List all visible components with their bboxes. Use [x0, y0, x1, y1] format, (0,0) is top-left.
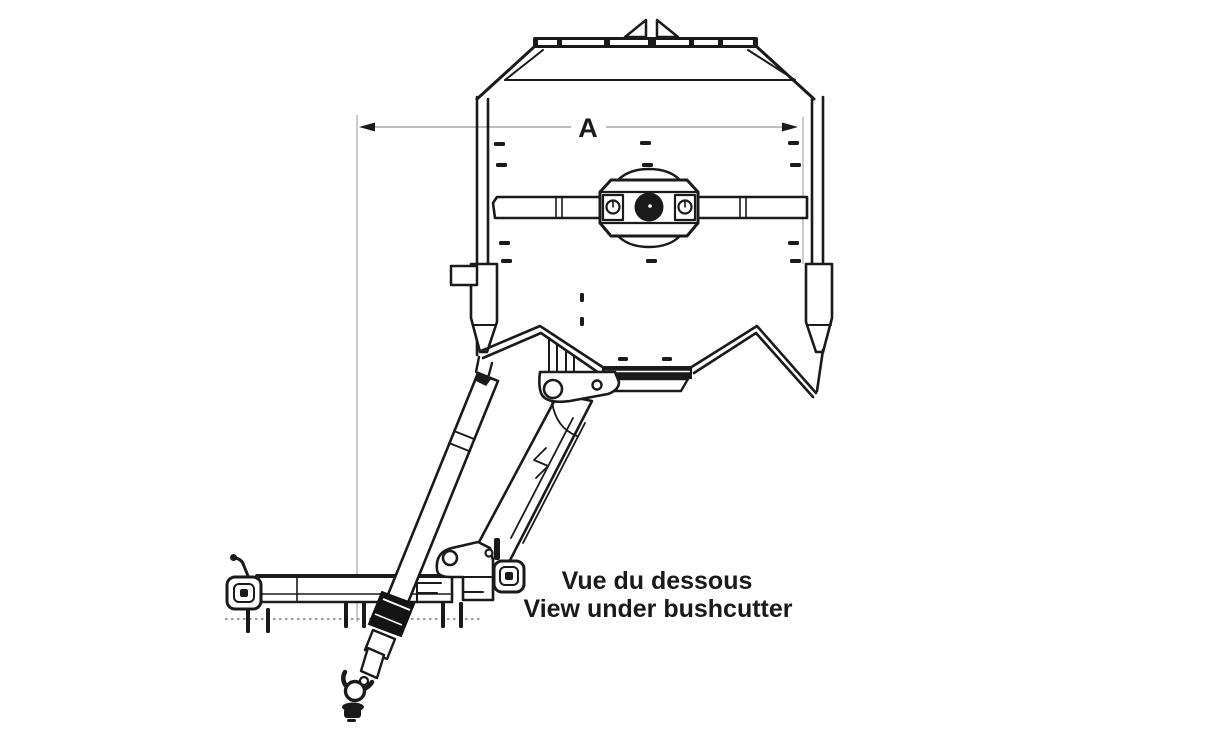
beam-notch [416, 582, 442, 603]
lower-link-pad-left [225, 575, 263, 611]
deck-top-bar [533, 37, 758, 48]
main-lift-arm [468, 392, 594, 572]
lower-link-pad-right [492, 559, 526, 594]
hub-center-pin [648, 204, 652, 208]
caption: Vue du dessous View under bushcutter [523, 567, 792, 623]
deck [449, 18, 834, 399]
bracket-hole [441, 549, 459, 567]
deck-front-zigzag-edge [479, 324, 825, 399]
deck-fold-lines [504, 49, 796, 81]
hub-top-arc [615, 167, 683, 183]
pivot-hole-large [542, 378, 564, 400]
dimension-annotation [356, 115, 804, 622]
pivot-hole-small [591, 379, 603, 391]
latch-hook [230, 554, 250, 578]
caption-english: View under bushcutter [523, 595, 792, 623]
gearbox-collar [367, 590, 416, 638]
bracket-pin-post [494, 538, 500, 560]
hitch-beam [255, 574, 454, 604]
hitch-frame [225, 538, 526, 633]
top-left-triangle-lug [623, 18, 648, 39]
left-side-tab [449, 264, 479, 287]
shaft-lower-section [359, 646, 386, 680]
bracket-pin [484, 548, 494, 558]
cylinder-top-clevis [474, 355, 494, 386]
front-protection-flap [602, 366, 692, 393]
dimension-label: A [578, 113, 598, 143]
lift-arm-assembly [468, 337, 621, 572]
hub-bottom-arc [615, 233, 683, 249]
top-right-triangle-lug [655, 18, 680, 39]
caption-french: Vue du dessous [562, 567, 753, 595]
pto-shaft [341, 590, 416, 722]
rotor-hub [598, 167, 700, 249]
universal-joint [341, 669, 375, 722]
main-arm-inner-cylinder [510, 401, 586, 544]
skid-shoe-right [804, 262, 834, 354]
frame-legs [246, 602, 463, 633]
dimension-arrows [359, 122, 798, 132]
deck-top-corners [475, 45, 816, 101]
